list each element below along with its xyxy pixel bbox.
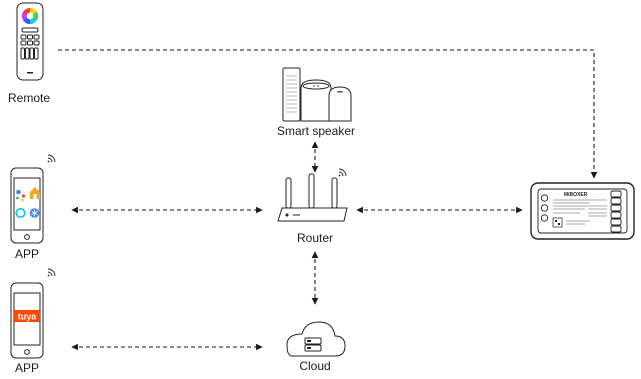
cloud-label: Cloud [299, 359, 331, 373]
app-phone-top [10, 167, 44, 244]
smart-speaker-device [282, 67, 352, 122]
google-assistant-icon [16, 189, 26, 202]
server-icon [304, 337, 322, 352]
remote-to-controller-connector [58, 49, 598, 179]
controller-device: MiBOXER [530, 182, 635, 240]
alexa-icon [15, 207, 26, 219]
snowflake-icon [29, 208, 40, 218]
home-icon [30, 187, 40, 199]
wifi-icon [47, 268, 56, 277]
wifi-icon [338, 168, 347, 177]
router-label: Router [296, 231, 334, 245]
remote-device [16, 2, 44, 81]
controller-brand: MiBOXER [564, 192, 588, 198]
app-label-bottom: APP [14, 361, 39, 375]
tuya-logo-icon: tuya [14, 310, 40, 322]
router-device [277, 173, 348, 222]
smart-speaker-label: Smart speaker [276, 124, 356, 138]
remote-label: Remote [7, 91, 51, 105]
app-label-top: APP [14, 247, 39, 261]
wifi-icon [47, 154, 56, 163]
color-wheel-icon [21, 7, 39, 25]
svg-text:tuya: tuya [18, 312, 38, 322]
connectors [58, 49, 598, 351]
